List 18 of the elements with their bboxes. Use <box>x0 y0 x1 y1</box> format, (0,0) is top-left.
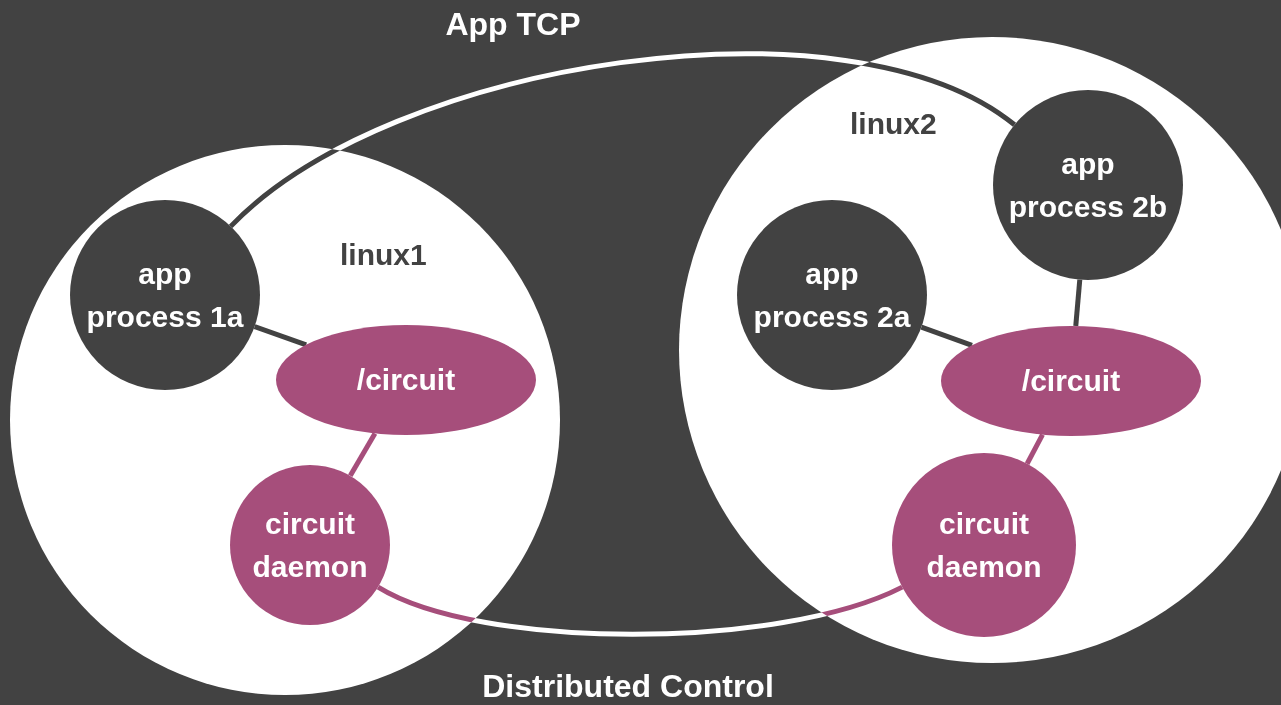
node-label: circuit daemon <box>925 505 1043 585</box>
connector-line <box>253 324 307 348</box>
node-label: circuit daemon <box>251 505 369 585</box>
node-label: linux2 <box>850 107 937 141</box>
connection-arc <box>229 51 1016 229</box>
connector-line <box>1024 433 1045 465</box>
node-label: linux1 <box>340 238 427 272</box>
node-label: /circuit <box>1021 363 1121 400</box>
node-label: app process 2b <box>1007 145 1169 225</box>
edge-label: App TCP <box>445 5 581 43</box>
connector-line <box>1073 279 1083 327</box>
connection-arc <box>376 584 904 637</box>
connector-line <box>348 432 378 478</box>
node-label: /circuit <box>356 362 456 399</box>
edge-label: Distributed Control <box>482 667 774 705</box>
connector-line <box>920 324 973 348</box>
node-label: app process 1a <box>85 255 245 335</box>
node-label: app process 2a <box>752 255 912 335</box>
